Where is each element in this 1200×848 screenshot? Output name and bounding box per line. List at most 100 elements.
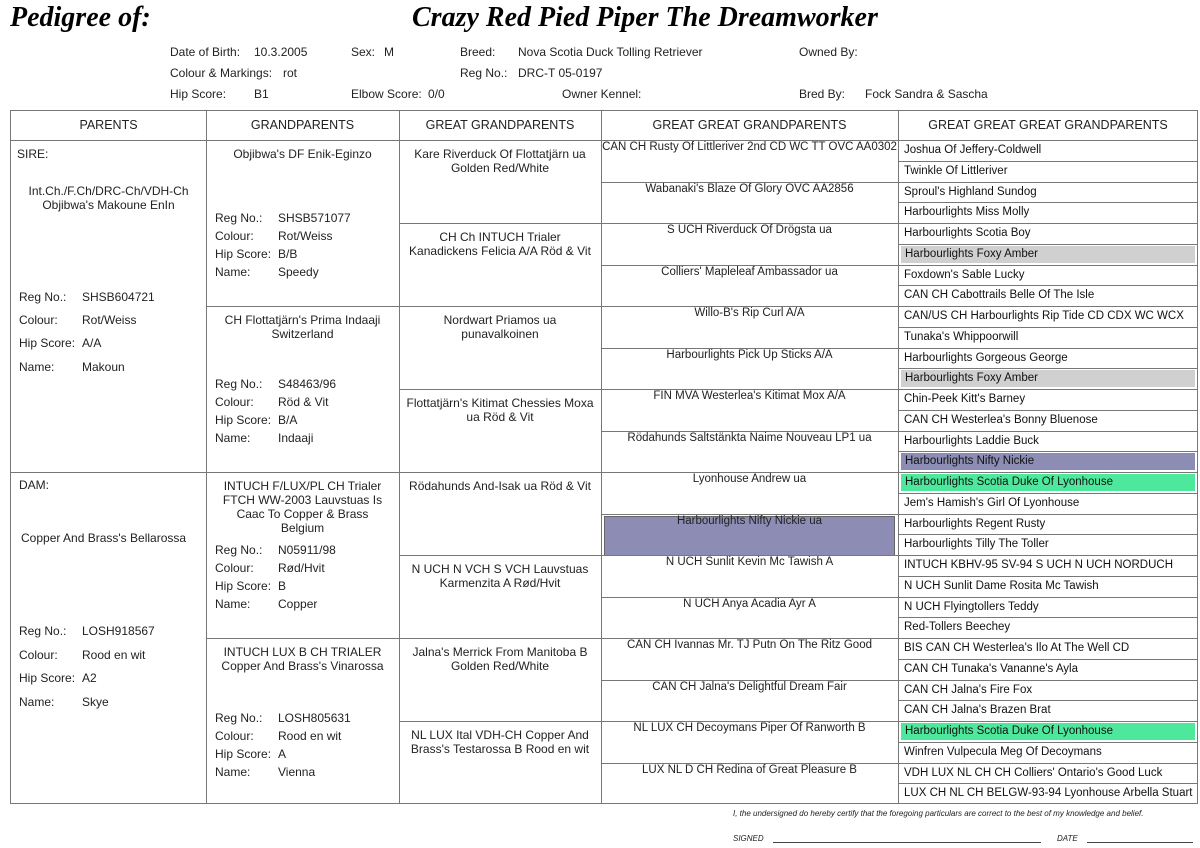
ggg-grandparent-32: LUX CH NL CH BELGW-93-94 Lyonhouse Arbel… xyxy=(904,787,1193,800)
sire-colour-label: Colour: xyxy=(19,313,58,327)
dam-hip-label: Hip Score: xyxy=(19,671,76,685)
gp4-callname-value: Vienna xyxy=(278,765,316,779)
dam-hip-value: A2 xyxy=(82,671,97,685)
ggg-grandparent-29: Harbourlights Scotia Duke Of Lyonhouse xyxy=(901,723,1195,740)
gp3-colour-label: Colour: xyxy=(215,561,254,575)
col-header-grandparents: GRANDPARENTS xyxy=(250,118,355,132)
gp3-hip-label: Hip Score: xyxy=(215,579,272,593)
sire-hip-value: A/A xyxy=(82,336,102,350)
highlight-box xyxy=(604,515,895,556)
ggg-grandparent-8: CAN CH Cabottrails Belle Of The Isle xyxy=(904,289,1095,302)
gg-grandparent-9: Lyonhouse Andrew ua xyxy=(692,473,807,485)
gp1-hip-value: B/B xyxy=(278,247,298,261)
gp1-reg-label: Reg No.: xyxy=(215,211,263,225)
signature-line[interactable] xyxy=(773,842,1041,843)
ggg-grandparent-4: Harbourlights Miss Molly xyxy=(904,206,1030,219)
col-header-parents: PARENTS xyxy=(79,118,138,132)
gp3-reg-label: Reg No.: xyxy=(215,543,263,557)
col-header-ggg-grandparents: GREAT GREAT GREAT GRANDPARENTS xyxy=(928,118,1168,132)
breed-value: Nova Scotia Duck Tolling Retriever xyxy=(518,45,703,59)
great-grandparent-3: Nordwart Priamos ua punavalkoinen xyxy=(443,313,557,341)
dam-colour-label: Colour: xyxy=(19,648,58,662)
sire-callname-value: Makoun xyxy=(82,360,125,374)
gg-grandparent-16: LUX NL D CH Redina of Great Pleasure B xyxy=(642,763,857,776)
ggg-grandparent-25: BIS CAN CH Westerlea's Ilo At The Well C… xyxy=(904,642,1130,654)
gp3-hip-value: B xyxy=(278,579,287,593)
gg-grandparent-15: NL LUX CH Decoymans Piper Of Ranworth B xyxy=(633,722,866,734)
gp4-callname-label: Name: xyxy=(215,765,251,779)
grandparent-3-name: INTUCH F/LUX/PL CH Trialer FTCH WW-2003 … xyxy=(222,479,383,535)
gg-grandparent-3: S UCH Riverduck Of Drögsta ua xyxy=(667,224,832,236)
bred-value: Fock Sandra & Sascha xyxy=(865,87,988,101)
colour-label: Colour & Markings: xyxy=(170,66,273,80)
gp3-colour-value: Rød/Hvit xyxy=(278,561,325,575)
elbow-label: Elbow Score: xyxy=(351,87,422,101)
sire-hip-label: Hip Score: xyxy=(19,336,76,350)
gp2-colour-label: Colour: xyxy=(215,395,254,409)
sex-value: M xyxy=(384,45,394,59)
gp3-reg-value: N05911/98 xyxy=(278,543,336,557)
sire-callname-label: Name: xyxy=(19,360,55,374)
ggg-grandparent-7: Foxdown's Sable Lucky xyxy=(904,268,1025,281)
gp3-callname-value: Copper xyxy=(278,597,318,611)
gp2-hip-label: Hip Score: xyxy=(215,413,272,427)
bred-label: Bred By: xyxy=(799,87,846,101)
gg-grandparent-10: Harbourlights Nifty Nickie ua xyxy=(676,514,823,527)
grandparent-1-name: Objibwa's DF Enik-Eginzo xyxy=(233,147,372,161)
gp1-callname-value: Speedy xyxy=(278,265,319,279)
great-grandparent-5: Rödahunds And-Isak ua Röd & Vit xyxy=(409,479,591,493)
col-header-great-grandparents: GREAT GRANDPARENTS xyxy=(425,118,575,132)
gg-grandparent-5: Willo-B's Rip Curl A/A xyxy=(694,307,805,319)
sire-colour-value: Rot/Weiss xyxy=(82,313,137,327)
ggg-grandparent-5: Harbourlights Scotia Boy xyxy=(904,227,1031,239)
gp1-reg-value: SHSB571077 xyxy=(278,211,351,225)
ggg-grandparent-17: Harbourlights Scotia Duke Of Lyonhouse xyxy=(901,474,1195,491)
gp1-hip-label: Hip Score: xyxy=(215,247,272,261)
dob-value: 10.3.2005 xyxy=(254,45,308,59)
gp4-colour-value: Rood en wit xyxy=(278,729,342,743)
gp2-colour-value: Röd & Vit xyxy=(278,395,329,409)
ggg-grandparent-15: Harbourlights Laddie Buck xyxy=(904,434,1039,447)
gg-grandparent-11: N UCH Sunlit Kevin Mc Tawish A xyxy=(665,556,834,568)
sire-name: Int.Ch./F.Ch/DRC-Ch/VDH-Ch Objibwa's Mak… xyxy=(28,184,189,212)
gp2-callname-value: Indaaji xyxy=(278,431,314,445)
ggg-grandparent-31: VDH LUX NL CH CH Colliers' Ontario's Goo… xyxy=(904,766,1163,779)
owned-label: Owned By: xyxy=(799,45,858,59)
ggg-grandparent-12: Harbourlights Foxy Amber xyxy=(901,370,1195,387)
kennel-label: Owner Kennel: xyxy=(562,87,642,101)
ggg-grandparent-21: INTUCH KBHV-95 SV-94 S UCH N UCH NORDUCH xyxy=(904,559,1174,571)
ggg-grandparent-10: Tunaka's Whippoorwill xyxy=(904,330,1019,343)
ggg-grandparent-9: CAN/US CH Harbourlights Rip Tide CD CDX … xyxy=(904,310,1184,322)
gp1-callname-label: Name: xyxy=(215,265,251,279)
hip-value: B1 xyxy=(254,87,269,101)
breed-label: Breed: xyxy=(460,45,496,59)
great-grandparent-6: N UCH N VCH S VCH Lauvstuas Karmenzita A… xyxy=(411,562,589,590)
date-line[interactable] xyxy=(1087,842,1193,843)
gp4-hip-value: A xyxy=(278,747,287,761)
regno-label: Reg No.: xyxy=(460,66,508,80)
colour-value: rot xyxy=(283,66,298,80)
gg-grandparent-1: CAN CH Rusty Of Littleriver 2nd CD WC TT… xyxy=(602,141,897,153)
ggg-grandparent-1: Joshua Of Jeffery-Coldwell xyxy=(904,144,1042,156)
great-grandparent-2: CH Ch INTUCH Trialer Kanadickens Felicia… xyxy=(409,230,591,258)
ggg-grandparent-20: Harbourlights Tilly The Toller xyxy=(904,538,1049,551)
gg-grandparent-8: Rödahunds Saltstänkta Naime Nouveau LP1 … xyxy=(627,431,872,444)
great-grandparent-1: Kare Riverduck Of Flottatjärn ua Golden … xyxy=(414,147,586,175)
ggg-grandparent-26: CAN CH Tunaka's Vananne's Ayla xyxy=(904,662,1079,675)
gg-grandparent-12: N UCH Anya Acadia Ayr A xyxy=(683,597,816,610)
signed-label: SIGNED xyxy=(733,834,764,843)
pedigree-table: PARENTS GRANDPARENTS GREAT GRANDPARENTS … xyxy=(10,110,1198,804)
ggg-grandparent-30: Winfren Vulpecula Meg Of Decoymans xyxy=(904,745,1102,758)
ggg-grandparent-11: Harbourlights Gorgeous George xyxy=(904,351,1068,364)
certify-statement: I, the undersigned do hereby certify tha… xyxy=(733,809,1144,818)
gp2-reg-label: Reg No.: xyxy=(215,377,263,391)
hip-label: Hip Score: xyxy=(170,87,227,101)
ggg-grandparent-14: CAN CH Westerlea's Bonny Bluenose xyxy=(904,413,1098,426)
ggg-grandparent-3: Sproul's Highland Sundog xyxy=(904,185,1037,198)
gp4-reg-label: Reg No.: xyxy=(215,711,263,725)
sex-label: Sex: xyxy=(351,45,376,59)
great-grandparent-7: Jalna's Merrick From Manitoba B Golden R… xyxy=(412,645,588,673)
col-header-gg-grandparents: GREAT GREAT GRANDPARENTS xyxy=(652,118,847,132)
dam-colour-value: Rood en wit xyxy=(82,648,146,662)
grandparent-4-name: INTUCH LUX B CH TRIALER Copper And Brass… xyxy=(221,645,384,673)
